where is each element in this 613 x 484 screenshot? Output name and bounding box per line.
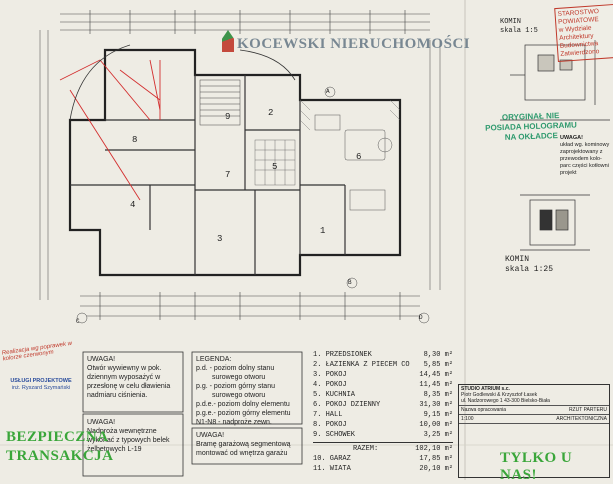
agency-watermark: KOCEWSKI NIERUCHOMOŚCI (222, 30, 470, 53)
approval-stamp: STAROSTWO POWIATOWE w Wydziale Architekt… (554, 3, 613, 63)
axis-marker: B (348, 279, 352, 286)
axis-marker: D (419, 314, 423, 321)
house-logo-icon (222, 30, 234, 52)
room-number: 8 (132, 135, 138, 145)
safe-transaction-label: BEZPIECZNA TRANSAKCJA (6, 429, 114, 464)
ventilation-note: UWAGA! Otwór wywiewny w pok. dziennym wy… (87, 356, 171, 399)
room-total-row: RAZEM:102,10 m² (313, 442, 453, 454)
room-number: 9 (225, 112, 231, 122)
room-number: 3 (217, 234, 223, 244)
title-block: STUDIO ATRIUM s.c.Piotr Godlewski & Krzy… (458, 384, 610, 478)
room-number: 2 (268, 108, 274, 118)
legend: LEGENDA: p.d. - poziom dolny stanu surow… (196, 356, 291, 426)
room-number: 5 (272, 162, 278, 172)
lintel-note: UWAGA! Nadproża wewnętrzne wykonać z typ… (87, 419, 170, 453)
komin-bottom-label: KOMIN skala 1:25 (505, 255, 554, 274)
chimney-note: UWAGA! układ wg. kominowy zaprojektowany… (560, 135, 610, 176)
exclusive-label: TYLKO U NAS! (500, 450, 573, 483)
axis-marker: C (76, 318, 80, 325)
room-number: 4 (130, 200, 136, 210)
axis-marker: A (326, 88, 330, 95)
designer-stamp: USŁUGI PROJEKTOWE inż. Ryszard Szymański (10, 378, 72, 391)
room-number: 6 (356, 152, 362, 162)
garage-door-note: UWAGA! Bramę garażową segmentową montowa… (196, 432, 291, 457)
komin-top-label: KOMIN skala 1:5 (500, 18, 538, 35)
room-number: 1 (320, 226, 326, 236)
room-number: 7 (225, 170, 231, 180)
